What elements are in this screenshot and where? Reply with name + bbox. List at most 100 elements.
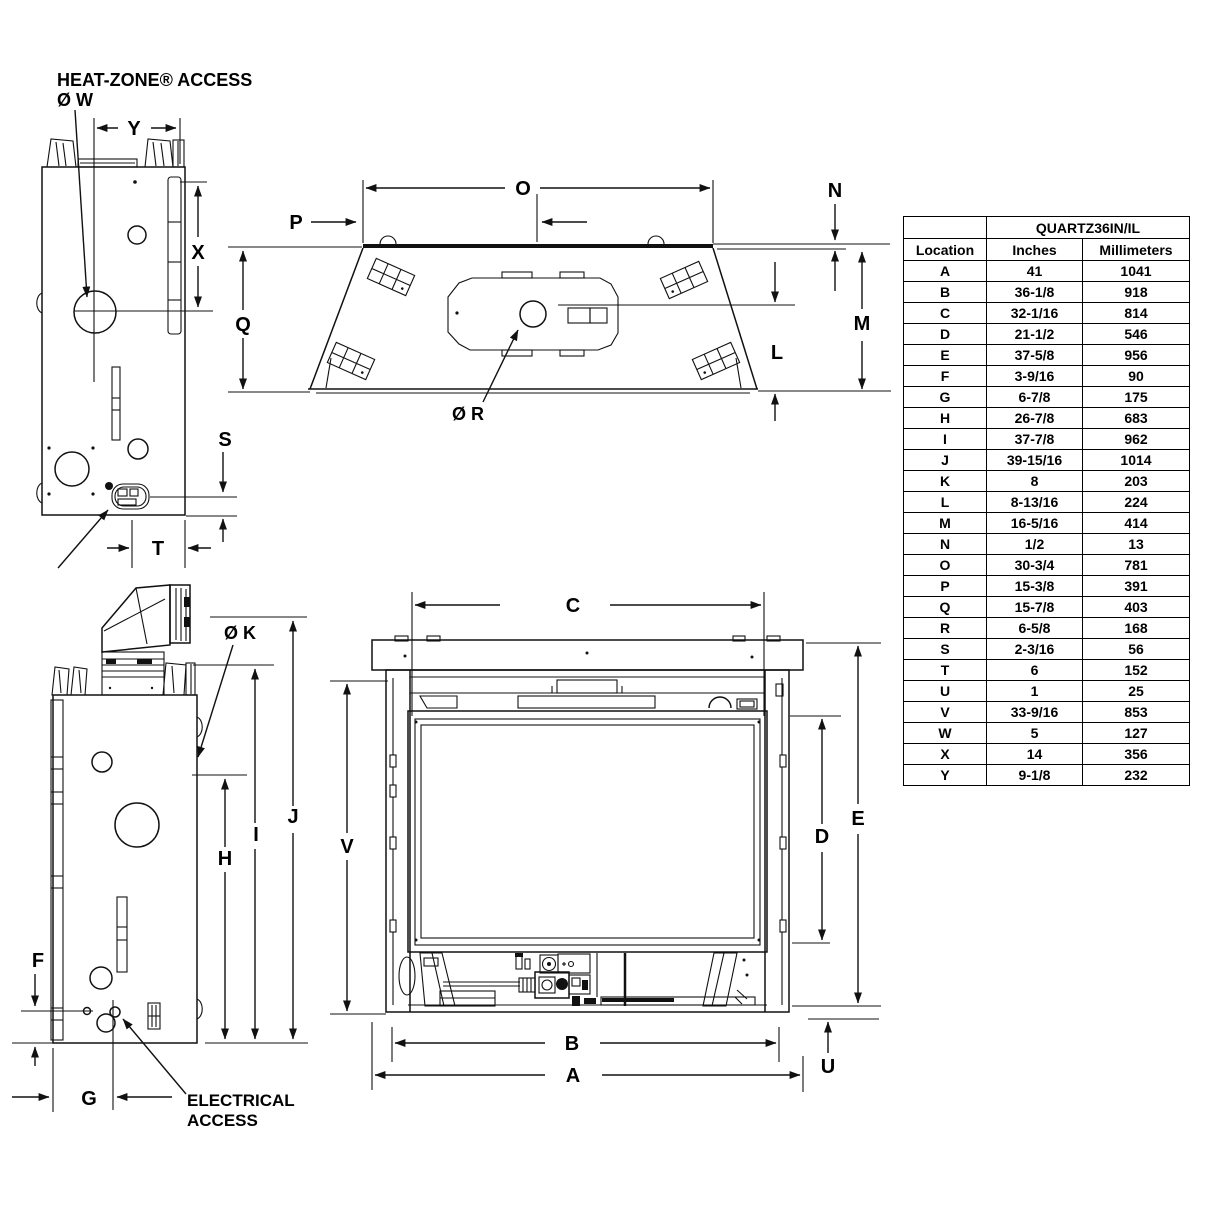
cell-millimeters: 853 [1082,701,1190,723]
column-header-millimeters: Millimeters [1082,238,1190,261]
cell-inches: 36-1/8 [986,281,1083,303]
dim-I: I [253,824,259,846]
cell-location: I [903,428,987,450]
dim-M: M [854,313,871,335]
cell-inches: 6-7/8 [986,386,1083,408]
cell-millimeters: 56 [1082,638,1190,660]
cell-millimeters: 13 [1082,533,1190,555]
cell-location: B [903,281,987,303]
heat-zone-access-hole [73,290,117,334]
cell-location: J [903,449,987,471]
cell-inches: 6 [986,659,1083,681]
firebox-opening [420,724,755,939]
flue-collar-hole [519,300,547,328]
top-view: O P N M L Ø R [289,178,891,424]
cell-inches: 8 [986,470,1083,492]
cell-location: V [903,701,987,723]
cell-millimeters: 356 [1082,743,1190,765]
cell-location: X [903,743,987,765]
cell-inches: 21-1/2 [986,323,1083,345]
flue-diameter-label: Ø K [224,623,256,643]
cell-location: O [903,554,987,576]
cell-location: R [903,617,987,639]
electrical-access-label-1: ELECTRICAL [187,1091,295,1110]
cell-millimeters: 168 [1082,617,1190,639]
valve-leader [57,509,109,569]
cell-location: U [903,680,987,702]
cell-millimeters: 683 [1082,407,1190,429]
flue-elbow [101,584,171,653]
cell-millimeters: 962 [1082,428,1190,450]
dim-B: B [565,1033,579,1055]
cell-location: T [903,659,987,681]
cell-location: G [903,386,987,408]
cell-millimeters: 175 [1082,386,1190,408]
flue-collar-leader [482,329,519,403]
dim-A: A [566,1065,580,1087]
cell-millimeters: 1041 [1082,260,1190,282]
flue-diameter-leader [197,644,234,758]
cell-inches: 6-5/8 [986,617,1083,639]
table-header-row: Location Inches Millimeters [903,238,1190,261]
cell-location: W [903,722,987,744]
cell-inches: 26-7/8 [986,407,1083,429]
table-corner-cell [903,216,987,239]
table-model-header: QUARTZ36IN/IL [986,216,1190,239]
cell-millimeters: 814 [1082,302,1190,324]
cell-location: C [903,302,987,324]
cell-inches: 9-1/8 [986,764,1083,786]
cell-location: K [903,470,987,492]
cell-millimeters: 203 [1082,470,1190,492]
dim-J: J [287,806,298,828]
dim-G: G [81,1088,97,1110]
cell-inches: 41 [986,260,1083,282]
electrical-access-leader [122,1018,187,1095]
cell-inches: 15-3/8 [986,575,1083,597]
dim-U: U [821,1056,835,1078]
cell-location: P [903,575,987,597]
cell-millimeters: 546 [1082,323,1190,345]
cell-location: A [903,260,987,282]
dim-O: O [515,178,531,200]
cell-millimeters: 956 [1082,344,1190,366]
cell-inches: 2-3/16 [986,638,1083,660]
dim-D: D [815,826,829,848]
cell-inches: 30-3/4 [986,554,1083,576]
cell-location: L [903,491,987,513]
heat-zone-leader [74,109,91,298]
dim-L: L [771,342,783,364]
cell-location: M [903,512,987,534]
table-model-row: QUARTZ36IN/IL [903,216,1190,239]
cell-location: F [903,365,987,387]
cell-millimeters: 232 [1082,764,1190,786]
cell-location: Y [903,764,987,786]
cell-millimeters: 127 [1082,722,1190,744]
cell-inches: 37-7/8 [986,428,1083,450]
dim-P: P [289,212,302,234]
cell-location: H [903,407,987,429]
dim-N: N [828,180,842,202]
dim-T: T [152,538,164,560]
cell-millimeters: 781 [1082,554,1190,576]
column-header-location: Location [903,238,987,261]
cell-inches: 16-5/16 [986,512,1083,534]
cell-millimeters: 414 [1082,512,1190,534]
cell-inches: 39-15/16 [986,449,1083,471]
cell-millimeters: 152 [1082,659,1190,681]
cell-inches: 14 [986,743,1083,765]
cell-millimeters: 918 [1082,281,1190,303]
electrical-access-hole [96,1013,116,1033]
